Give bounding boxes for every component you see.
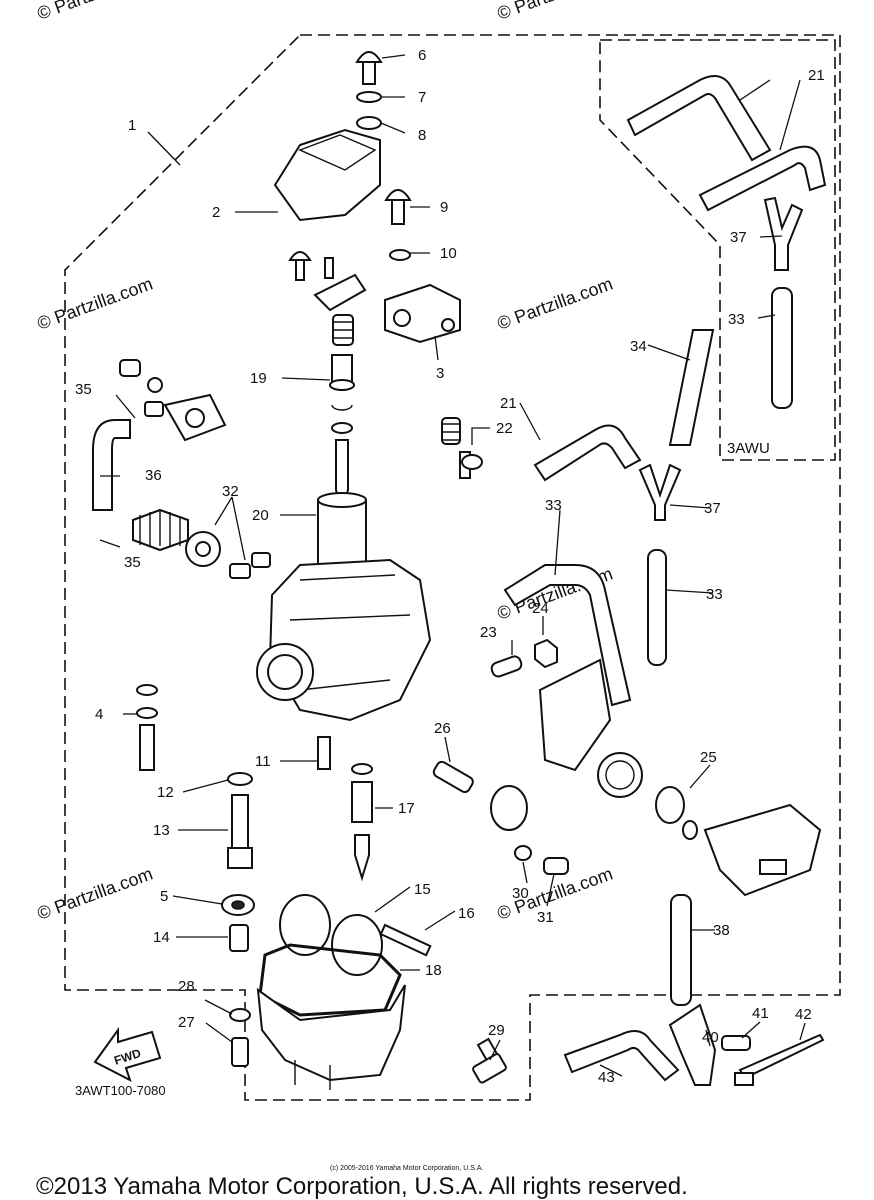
watermark: © Partzilla.com bbox=[35, 273, 156, 333]
callout-6: 6 bbox=[418, 47, 426, 64]
parts bbox=[92, 51, 827, 1090]
callout-24: 24 bbox=[532, 600, 549, 617]
callout-9: 9 bbox=[440, 199, 448, 216]
leader-lines bbox=[99, 54, 806, 1077]
watermark: © Partzilla.com bbox=[35, 863, 156, 923]
callout-16: 16 bbox=[458, 905, 475, 922]
callout-21-inset: 21 bbox=[808, 67, 825, 84]
callout-35-lower: 35 bbox=[124, 554, 141, 571]
callout-8: 8 bbox=[418, 127, 426, 144]
callout-42: 41 bbox=[752, 1005, 769, 1022]
callout-15: 15 bbox=[414, 881, 431, 898]
inset-outline bbox=[599, 39, 836, 461]
callout-28: 28 bbox=[178, 978, 195, 995]
callout-26: 26 bbox=[434, 720, 451, 737]
assembly-outline bbox=[64, 34, 841, 1101]
callout-38: 38 bbox=[713, 922, 730, 939]
callout-36: 36 bbox=[145, 467, 162, 484]
copyright-notice: ©2013 Yamaha Motor Corporation, U.S.A. A… bbox=[36, 1173, 688, 1200]
callout-7: 7 bbox=[418, 89, 426, 106]
callout-32: 32 bbox=[222, 483, 239, 500]
callout-41: 43 bbox=[598, 1069, 615, 1086]
callout-35: 35 bbox=[75, 381, 92, 398]
callout-18: 18 bbox=[425, 962, 442, 979]
callout-2: 2 bbox=[212, 204, 220, 221]
inset-label: 3AWU bbox=[727, 440, 770, 457]
callout-29: 29 bbox=[488, 1022, 505, 1039]
watermark: © Partzilla.com bbox=[495, 0, 616, 24]
callout-12: 12 bbox=[157, 784, 174, 801]
drawing-code: 3AWT100-7080 bbox=[75, 1083, 166, 1098]
callout-30: 30 bbox=[512, 885, 529, 902]
watermark: © Partzilla.com bbox=[495, 273, 616, 333]
fwd-arrow: FWD bbox=[93, 1026, 162, 1083]
callout-17: 17 bbox=[398, 800, 415, 817]
callout-31: 31 bbox=[537, 909, 554, 926]
callout-14: 14 bbox=[153, 929, 170, 946]
callout-11: 11 bbox=[255, 753, 271, 770]
callout-40: 40 bbox=[702, 1029, 719, 1046]
callout-5: 5 bbox=[160, 888, 168, 905]
callout-10: 10 bbox=[440, 245, 457, 262]
callout-34: 34 bbox=[630, 338, 647, 355]
callout-43: 42 bbox=[795, 1006, 812, 1023]
callout-33-inset: 33 bbox=[728, 311, 745, 328]
callout-13: 13 bbox=[153, 822, 170, 839]
callout-1: 1 bbox=[128, 117, 136, 134]
callout-21: 21 bbox=[500, 395, 517, 412]
callout-37-inset: 37 bbox=[730, 229, 747, 246]
callout-33-right: 33 bbox=[706, 586, 723, 603]
callouts: 1 2 3 4 5 6 7 8 9 10 11 12 13 14 15 16 1… bbox=[75, 47, 825, 1086]
callout-20: 20 bbox=[252, 507, 269, 524]
callout-37: 37 bbox=[704, 500, 721, 517]
callout-3: 3 bbox=[436, 365, 444, 382]
callout-4: 4 bbox=[95, 706, 103, 723]
callout-23: 23 bbox=[480, 624, 497, 641]
callout-33: 33 bbox=[545, 497, 562, 514]
fine-print: (c) 2005-2016 Yamaha Motor Corporation, … bbox=[330, 1165, 483, 1172]
callout-22: 22 bbox=[496, 420, 513, 437]
callout-19: 19 bbox=[250, 370, 267, 387]
callout-25: 25 bbox=[700, 749, 717, 766]
watermark: © Partzilla.com bbox=[35, 0, 156, 24]
callout-27: 27 bbox=[178, 1014, 195, 1031]
